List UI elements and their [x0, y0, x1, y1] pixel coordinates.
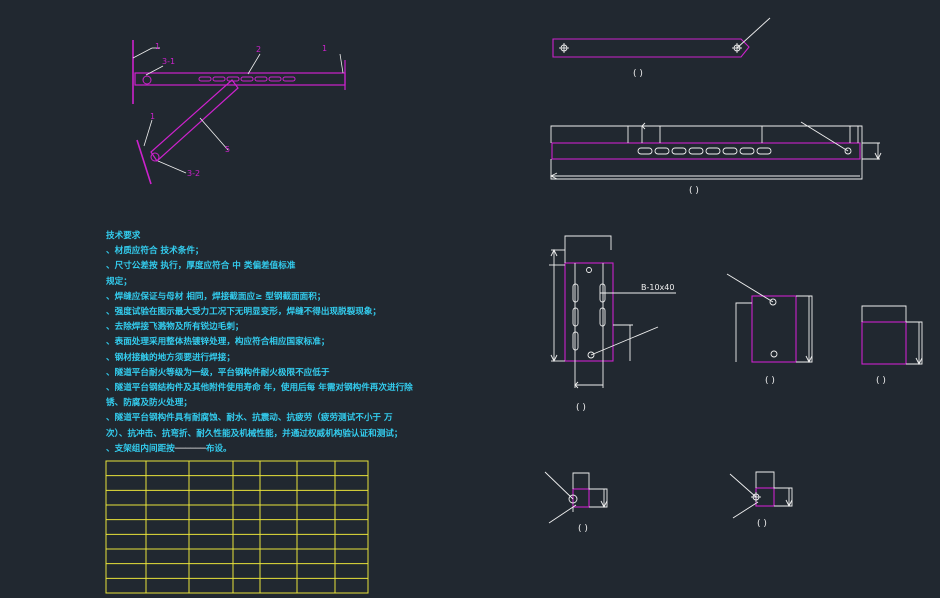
- view-4-end-plate: ( ): [726, 273, 813, 386]
- arm-slot: [198, 76, 212, 82]
- notes-line-11: 锈、防腐及防火处理；: [106, 398, 192, 409]
- plate-dimensions: [861, 305, 923, 366]
- technical-notes: 技术要求 、材质应符合 技术条件； 、尺寸公差按 执行，厚度应符合 中 类偏差值…: [106, 229, 436, 457]
- bolt-hole: [150, 152, 160, 162]
- notes-line-14-text: 、支架组内间距按: [106, 443, 175, 454]
- channel-dimensions: [549, 121, 882, 180]
- channel-slots: [637, 147, 772, 155]
- notes-line-10: 、隧道平台钢结构件及其他附件使用寿命 年，使用后每 年需对钢构件再次进行除: [106, 383, 413, 394]
- slot-callout: B-10x40: [641, 283, 674, 292]
- lower-wall-plate: [136, 139, 152, 185]
- notes-line-14-suffix: 布设。: [205, 443, 232, 454]
- bolt-hole: [142, 75, 152, 85]
- clip-details: [729, 471, 793, 519]
- channel-web: [551, 142, 861, 160]
- bracket-assembly: 1 1 2 3-1 1 5 3-2: [132, 40, 346, 185]
- view-1-flat-bar: ( ): [552, 17, 771, 79]
- notes-line-12: 、隧道平台钢构件具有耐腐蚀、耐水、抗震动、抗疲劳（疲劳测试不小于 万: [106, 413, 393, 424]
- notes-line-13: 次）、抗冲击、抗弯折、耐久性能及机械性能，并通过权威机构验认证和测试；: [106, 428, 403, 439]
- parts-table: [105, 460, 369, 594]
- end-mark-label: 1: [322, 44, 327, 53]
- view-5-caption: ( ): [876, 376, 886, 386]
- end-plate-outline: [751, 295, 797, 363]
- arm-slot: [254, 76, 268, 82]
- brace-wall-mark-label: 1: [150, 112, 155, 121]
- view-3-slotted-plate: B-10x40 ( ): [549, 235, 676, 413]
- plate-outline: [564, 262, 614, 362]
- fix-mark-lower-label: 3-2: [187, 169, 200, 178]
- arm-mark-label: 2: [256, 45, 261, 54]
- wall-mark-label: 1: [155, 42, 160, 51]
- view-3-caption: ( ): [576, 403, 586, 413]
- notes-line-1: 、材质应符合 技术条件；: [106, 246, 204, 257]
- view-1-caption: ( ): [633, 69, 643, 79]
- leader-lines: [132, 47, 344, 174]
- notes-line-5: 、强度试验在图示最大受力工况下无明显变形，焊缝不得出现脱裂现象；: [106, 307, 382, 318]
- notes-redacted-bar: ──────: [174, 443, 206, 454]
- view-5-plate: ( ): [861, 305, 923, 386]
- view-7-caption: ( ): [757, 519, 767, 529]
- notes-line-3: 规定；: [106, 276, 132, 287]
- view-6-caption: ( ): [578, 524, 588, 534]
- arm-slot: [212, 76, 226, 82]
- arm-slot: [282, 76, 296, 82]
- view-2-caption: ( ): [689, 186, 699, 196]
- arm-slot: [268, 76, 282, 82]
- view-2-slotted-channel: ( ): [549, 121, 882, 196]
- view-4-caption: ( ): [765, 376, 775, 386]
- plate-details: [549, 235, 676, 389]
- notes-line-6: 、去除焊接飞溅物及所有锐边毛刺；: [106, 322, 244, 333]
- arm-slot: [240, 76, 254, 82]
- view-7-clip: ( ): [729, 471, 793, 529]
- arm-channel: [134, 72, 346, 86]
- clip-details: [544, 471, 608, 524]
- hole-marks: [559, 17, 771, 53]
- notes-line-4: 、焊缝应保证与母材 相同，焊接截面应≥ 型钢截面面积；: [106, 291, 326, 302]
- notes-line-8: 、钢材接触的地方须要进行焊接；: [106, 352, 235, 363]
- table-frame: [105, 460, 369, 594]
- end-plate-details: [726, 273, 813, 364]
- notes-line-2: 、尺寸公差按 执行，厚度应符合 中 类偏差值标准: [106, 261, 296, 272]
- notes-line-14: 、支架组内间距按──────布设。: [106, 442, 436, 457]
- brace-mark-label: 5: [225, 145, 230, 154]
- view-6-clip: ( ): [544, 471, 608, 534]
- notes-title: 技术要求: [106, 231, 141, 241]
- diagonal-brace: [150, 79, 239, 162]
- fix-mark-upper-label: 3-1: [162, 57, 175, 66]
- clip-outline: [572, 488, 590, 508]
- arm-slots: [198, 76, 296, 82]
- notes-line-9: 、隧道平台耐火等级为一级，平台钢构件耐火极限不应低于: [106, 367, 330, 378]
- flat-bar-outline: [552, 38, 750, 58]
- notes-line-7: 、表面处理采用整体热镀锌处理，构应符合相应国家标准；: [106, 337, 330, 348]
- plate-outline: [861, 321, 907, 365]
